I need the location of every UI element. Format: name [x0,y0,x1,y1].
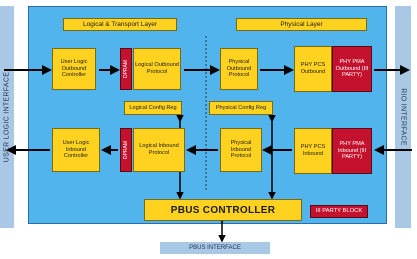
pbus-interface-label: PBUS INTERFACE [189,245,241,251]
logical-config-reg: Logical Config Reg [124,101,182,115]
user-logic-outbound-controller: User Logic Outbound Controller [52,48,96,90]
phy-pcs-outbound: PHY PCS Outbound [294,46,332,92]
logical-transport-layer-header: Logical & Transport Layer [63,18,177,31]
dpram-outbound: DPRAM [120,48,132,90]
third-party-block-legend: III PARTY BLOCK [310,205,368,218]
dpram-inbound-label: DPRAM [123,140,129,160]
physical-outbound-protocol: Physical Outbound Protocol [220,48,258,90]
phy-pma-inbound: PHY PMA Inbound (III PARTY) [332,128,372,174]
dpram-outbound-label: DPRAM [123,59,129,79]
user-logic-interface-bar: USER LOGIC INTERFACE [0,6,14,228]
user-logic-inbound-controller: User Logic Inbound Controller [52,128,100,172]
physical-config-reg: Physical Config Reg [209,101,273,115]
dpram-inbound: DPRAM [120,128,132,172]
pbus-controller: PBUS CONTROLLER [144,199,302,221]
phy-pma-outbound: PHY PMA Outbound (III PARTY) [332,46,372,92]
rio-interface-bar: RIO INTERFACE [395,6,411,228]
diagram-area [28,6,387,224]
pbus-interface-bar: PBUS INTERFACE [160,242,270,254]
phy-pcs-inbound: PHY PCS Inbound [294,128,332,174]
physical-inbound-protocol: Physical Inbound Protocol [220,128,262,172]
logical-outbound-protocol: Logical Outbound Protocol [133,48,181,90]
physical-layer-header: Physical Layer [236,18,367,31]
logical-inbound-protocol: Logical Inbound Protocol [133,128,185,172]
